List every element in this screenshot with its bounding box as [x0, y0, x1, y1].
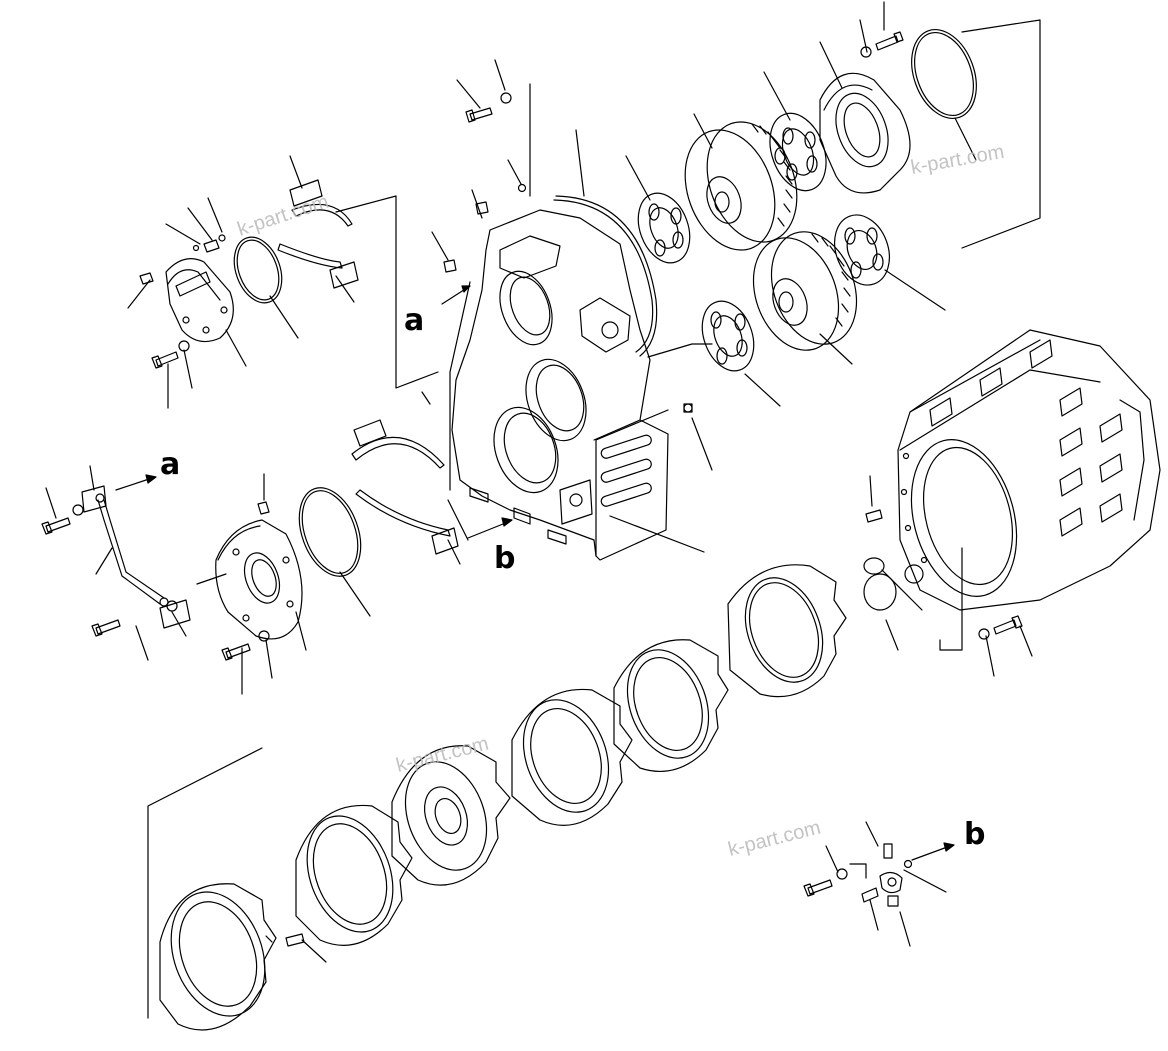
small-cover-upper	[165, 258, 234, 343]
ref-a-casing: a	[404, 303, 424, 338]
oring-upper-left	[233, 236, 283, 304]
pipe-assembly	[81, 485, 191, 629]
small-fittings-upper-left	[139, 234, 226, 369]
converter-housing	[897, 329, 1161, 611]
roller-bearing-2	[637, 192, 691, 264]
dowel-pin-lower	[285, 933, 305, 947]
shims-upper-left	[277, 179, 359, 289]
bolts-top-center	[443, 92, 527, 273]
leader-lines	[45, 1, 1041, 1019]
bolts-mid-left	[41, 501, 270, 661]
plate-1	[727, 564, 847, 698]
small-parts-lower-right	[803, 843, 913, 907]
oring-casing	[553, 195, 658, 357]
roller-bearing-4	[701, 300, 755, 372]
bearing-cover	[819, 72, 911, 194]
roller-bearing-3	[834, 214, 890, 286]
oring-mid-left	[298, 487, 362, 577]
watermarks: k-part.com k-part.com k-part.com k-part.…	[235, 141, 1006, 861]
bolt-top-right	[860, 31, 904, 58]
plate-3	[511, 688, 633, 826]
reference-labels: a a b b	[160, 303, 985, 852]
plate-4-hub	[391, 745, 511, 886]
oring-large-top	[911, 28, 977, 120]
plate-5	[295, 804, 413, 946]
shims-mid-left	[351, 419, 459, 555]
watermark-3: k-part.com	[394, 733, 491, 777]
plugs-right	[863, 509, 1023, 640]
ref-b-casing: b	[494, 541, 515, 576]
helical-gear-lower	[752, 231, 858, 351]
roller-bearing-1	[769, 112, 827, 192]
watermark-1: k-part.com	[235, 191, 332, 241]
ref-a-pipe: a	[160, 447, 180, 482]
pump-cover-mid-left	[215, 519, 303, 640]
watermark-2: k-part.com	[909, 141, 1006, 179]
watermark-4: k-part.com	[726, 817, 823, 861]
ref-b-small-parts: b	[964, 817, 985, 852]
plate-2	[613, 639, 729, 772]
arrows	[115, 285, 955, 861]
plate-6-end	[159, 883, 277, 1031]
transmission-casing	[451, 209, 693, 561]
